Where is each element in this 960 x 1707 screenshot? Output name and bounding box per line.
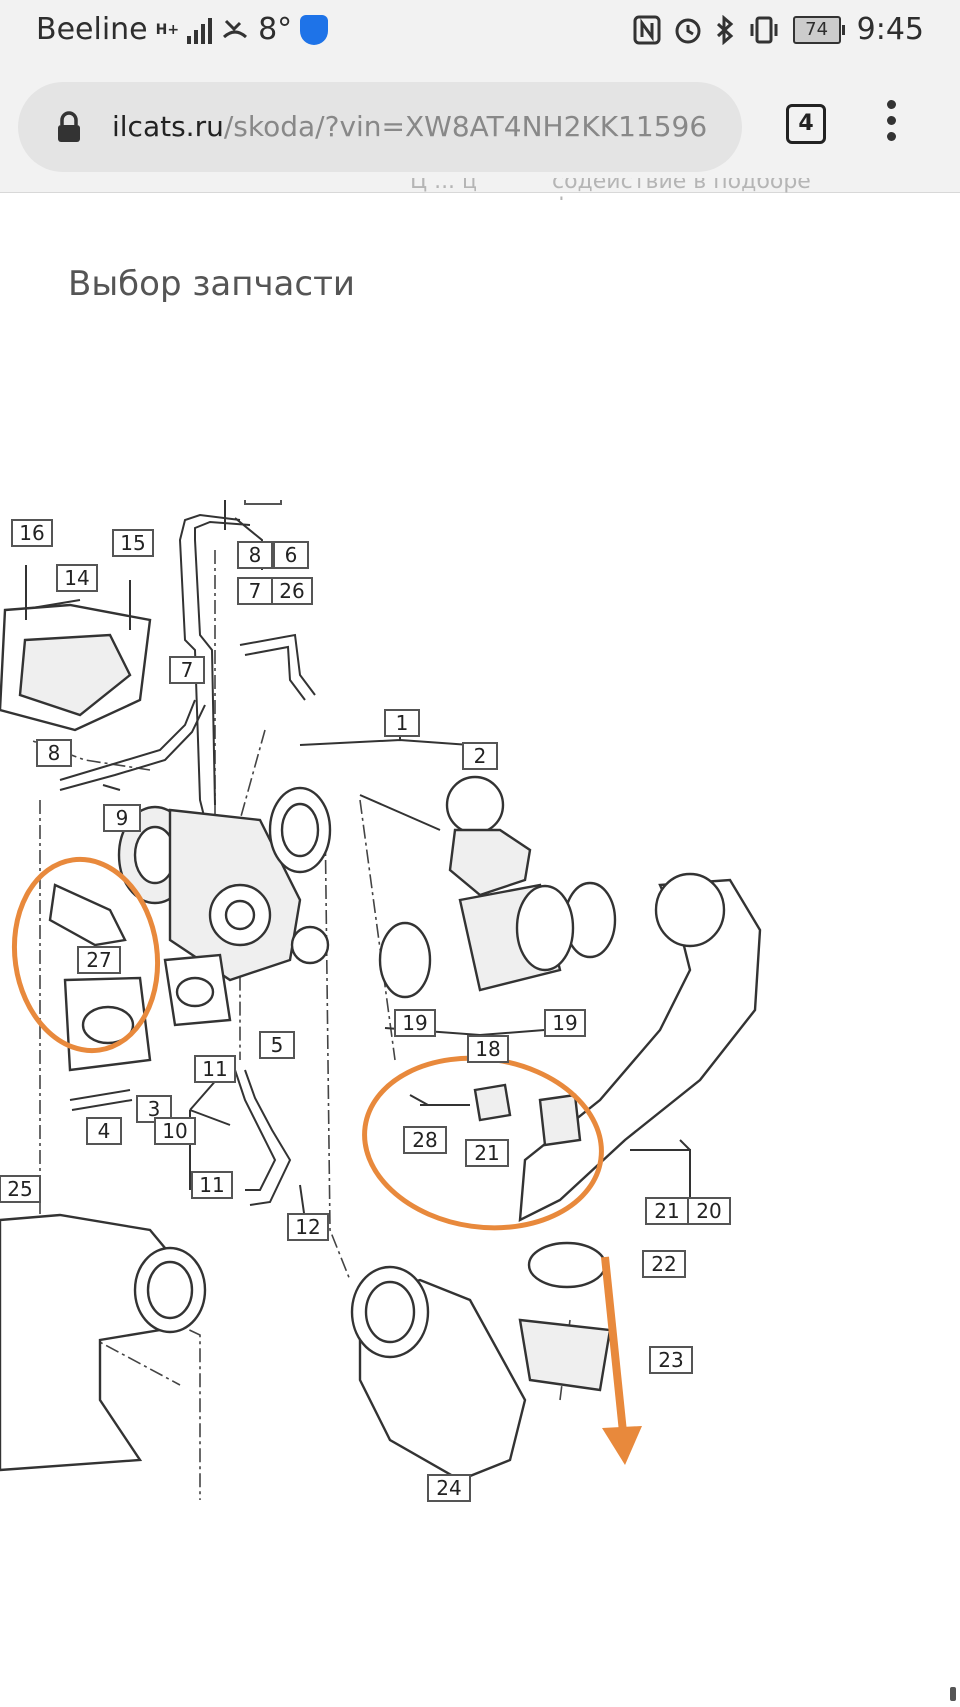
label-18[interactable]: 18 <box>467 1035 509 1063</box>
url-path: /skoda/?vin=XW8AT4NH2KK11596 <box>223 110 708 143</box>
label-8[interactable]: 8 <box>237 541 273 569</box>
label-2[interactable]: 2 <box>462 742 498 770</box>
label-6[interactable]: 6 <box>273 541 309 569</box>
parts-diagram: 9 16 15 8 6 14 7 26 7 1 8 2 9 27 19 19 5… <box>0 500 762 1502</box>
label-9[interactable]: 9 <box>244 500 282 505</box>
cut-off-text: Ц ... ц содействие в подборе финансовых … <box>0 178 960 200</box>
svg-text:12: 12 <box>295 1215 320 1239</box>
label-5[interactable]: 5 <box>259 1031 295 1059</box>
label-23[interactable]: 23 <box>649 1346 693 1374</box>
label-19b[interactable]: 19 <box>544 1009 586 1037</box>
alarm-icon <box>675 18 701 43</box>
arrow-head-icon <box>602 1426 642 1465</box>
svg-text:9: 9 <box>257 500 270 503</box>
label-24[interactable]: 24 <box>427 1474 471 1502</box>
svg-text:28: 28 <box>412 1128 437 1152</box>
scroll-handle[interactable] <box>950 1687 956 1701</box>
label-21[interactable]: 21 <box>465 1139 509 1167</box>
label-22[interactable]: 22 <box>642 1250 686 1278</box>
label-15[interactable]: 15 <box>112 529 154 557</box>
shield-icon <box>300 14 329 45</box>
label-27[interactable]: 27 <box>77 946 121 974</box>
svg-text:8: 8 <box>249 543 262 567</box>
cut-text-right: содействие в подборе финансовых у <box>552 178 811 200</box>
label-7[interactable]: 7 <box>237 577 273 605</box>
temperature: 8° <box>258 12 293 47</box>
svg-text:1: 1 <box>396 711 409 735</box>
bluetooth-icon <box>716 14 733 45</box>
svg-text:21: 21 <box>474 1141 499 1165</box>
label-11[interactable]: 11 <box>194 1055 236 1083</box>
label-14[interactable]: 14 <box>56 564 98 592</box>
svg-text:19: 19 <box>552 1011 577 1035</box>
label-7b[interactable]: 7 <box>169 656 205 684</box>
svg-text:19: 19 <box>402 1011 427 1035</box>
svg-text:5: 5 <box>271 1033 284 1057</box>
svg-text:18: 18 <box>475 1037 500 1061</box>
label-19[interactable]: 19 <box>394 1009 436 1037</box>
svg-text:22: 22 <box>651 1252 676 1276</box>
svg-text:9: 9 <box>116 806 129 830</box>
label-25[interactable]: 25 <box>0 1175 41 1203</box>
svg-text:25: 25 <box>7 1177 32 1201</box>
label-8b[interactable]: 8 <box>36 739 72 767</box>
label-4[interactable]: 4 <box>86 1117 122 1145</box>
label-21b[interactable]: 21 <box>645 1197 689 1225</box>
svg-text:10: 10 <box>162 1119 187 1143</box>
page-title: Выбор запчасти <box>68 264 355 304</box>
svg-text:11: 11 <box>199 1173 224 1197</box>
svg-text:23: 23 <box>658 1348 683 1372</box>
svg-text:26: 26 <box>279 579 304 603</box>
browser-toolbar: ilcats.ru/skoda/?vin=XW8AT4NH2KK11596 4 <box>0 72 960 193</box>
svg-text:24: 24 <box>436 1476 461 1500</box>
svg-text:16: 16 <box>19 521 44 545</box>
signal-icon <box>187 16 213 44</box>
svg-text:7: 7 <box>181 658 194 682</box>
svg-text:3: 3 <box>148 1097 161 1121</box>
label-20[interactable]: 20 <box>687 1197 731 1225</box>
battery-icon: 74 <box>792 15 845 44</box>
svg-text:20: 20 <box>696 1199 721 1223</box>
status-bar: Beeline H+ 8° 74 9:45 <box>0 0 960 72</box>
highlight-circle-27 <box>11 856 161 1054</box>
url-text[interactable]: ilcats.ru/skoda/?vin=XW8AT4NH2KK11596 <box>112 106 732 148</box>
label-12[interactable]: 12 <box>287 1213 329 1241</box>
svg-text:14: 14 <box>64 566 89 590</box>
svg-text:8: 8 <box>48 741 61 765</box>
cut-text-left: Ц ... ц <box>410 178 478 194</box>
address-bar[interactable]: ilcats.ru/skoda/?vin=XW8AT4NH2KK11596 <box>18 82 742 172</box>
svg-text:7: 7 <box>249 579 262 603</box>
url-host: ilcats.ru <box>112 110 224 143</box>
nfc-icon <box>633 15 661 44</box>
vibrate-icon <box>750 16 778 43</box>
overflow-menu-icon[interactable] <box>884 100 898 144</box>
diagram-linework <box>0 500 762 1500</box>
label-26[interactable]: 26 <box>271 577 313 605</box>
svg-text:11: 11 <box>202 1057 227 1081</box>
svg-text:15: 15 <box>120 531 145 555</box>
battery-level: 74 <box>792 15 841 44</box>
svg-text:6: 6 <box>285 543 298 567</box>
svg-text:4: 4 <box>98 1119 111 1143</box>
network-type: H+ <box>155 21 180 38</box>
label-9b[interactable]: 9 <box>103 804 141 832</box>
label-28[interactable]: 28 <box>403 1126 447 1154</box>
svg-text:27: 27 <box>86 948 111 972</box>
svg-text:2: 2 <box>474 744 487 768</box>
label-1[interactable]: 1 <box>384 709 420 737</box>
label-10[interactable]: 10 <box>154 1117 196 1145</box>
tab-switcher-button[interactable]: 4 <box>786 104 826 144</box>
carrier-name: Beeline <box>36 12 148 47</box>
missed-call-icon <box>223 19 248 38</box>
label-16[interactable]: 16 <box>11 519 53 547</box>
lock-icon <box>58 111 80 142</box>
clock: 9:45 <box>856 12 924 47</box>
svg-text:21: 21 <box>654 1199 679 1223</box>
arrow-line <box>601 1256 627 1433</box>
label-11b[interactable]: 11 <box>191 1171 233 1199</box>
